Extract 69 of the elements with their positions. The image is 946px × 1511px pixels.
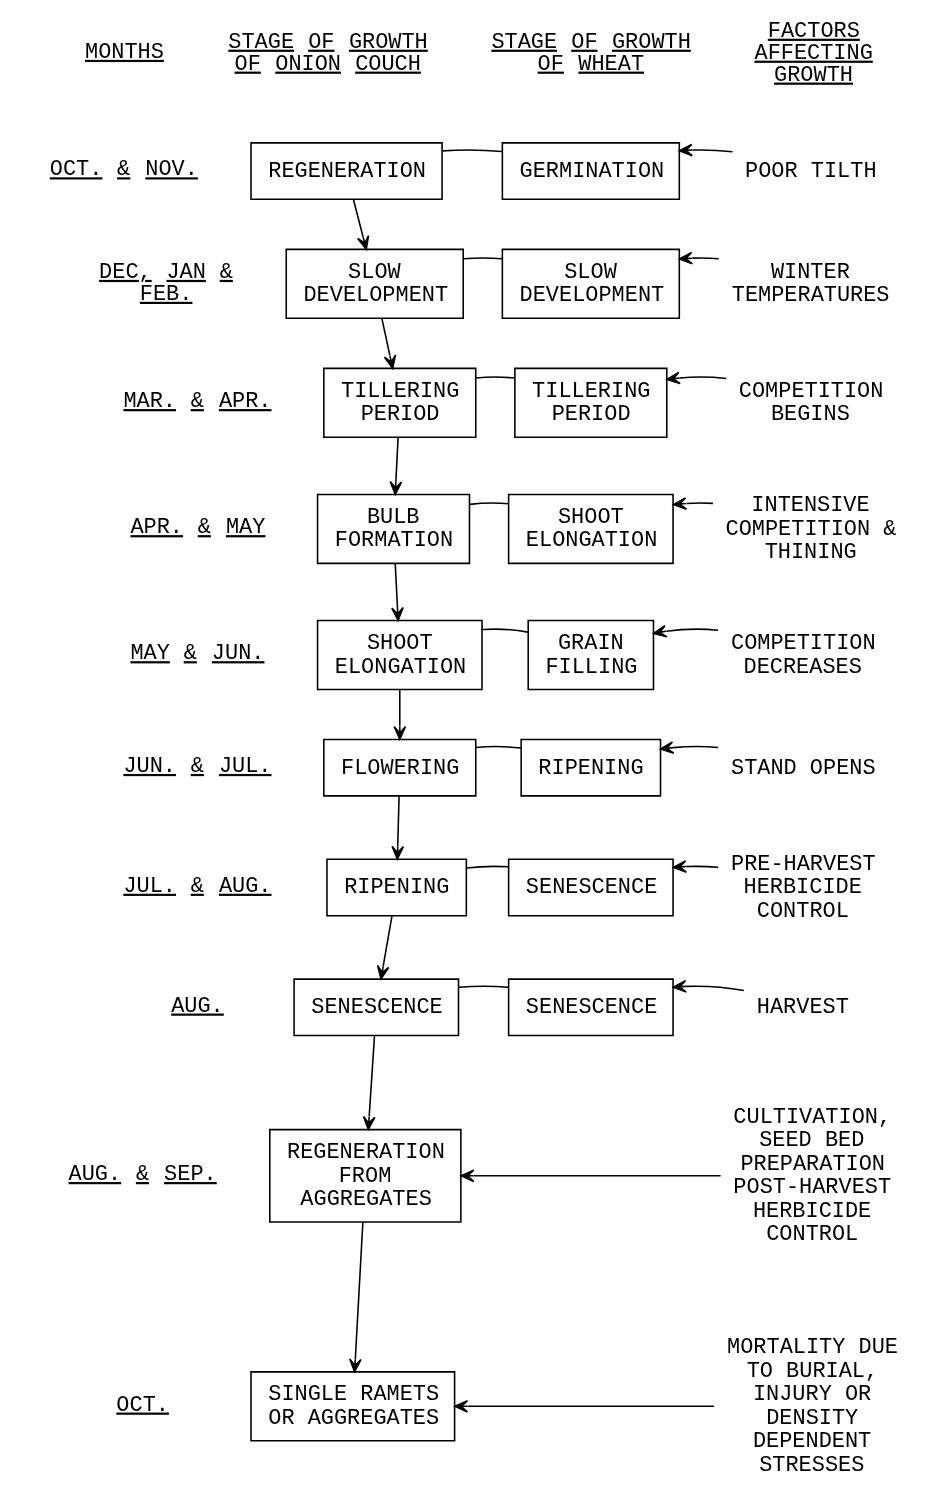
arrow xyxy=(348,1221,364,1373)
node-text: POOR TILTH xyxy=(745,158,877,184)
label: OCT. xyxy=(116,1392,169,1418)
node-text: WINTER TEMPERATURES xyxy=(731,259,890,309)
node-box: SENESCENCE xyxy=(507,858,674,917)
node-box: GERMINATION xyxy=(501,142,681,201)
node-box: TILLERING PERIOD xyxy=(323,367,477,439)
arrow xyxy=(652,624,719,638)
arrow xyxy=(391,562,404,622)
label: STAGE OF GROWTH OF WHEAT xyxy=(491,29,691,77)
arrow xyxy=(672,497,714,510)
arrow xyxy=(352,198,370,250)
arrow xyxy=(666,371,728,385)
node-box: GRAIN FILLING xyxy=(527,619,655,691)
label: MONTHS xyxy=(85,39,164,65)
node-box: TILLERING PERIOD xyxy=(514,367,668,439)
node-text: PRE-HARVEST HERBICIDE CONTROL xyxy=(731,851,876,924)
arrow xyxy=(389,436,403,496)
label: OCT. & NOV. xyxy=(49,157,198,183)
label: FACTORS AFFECTING GROWTH xyxy=(754,18,873,88)
node-text: HARVEST xyxy=(756,995,849,1021)
node-box: REGENERATION xyxy=(250,142,443,201)
node-box: REGENERATION FROM AGGREGATES xyxy=(269,1128,462,1223)
label: JUL. & AUG. xyxy=(123,873,272,899)
node-text: COMPETITION BEGINS xyxy=(738,378,884,428)
connector xyxy=(458,985,510,989)
arrow xyxy=(393,688,407,740)
arrow xyxy=(659,741,719,754)
node-text: STAND OPENS xyxy=(731,755,876,781)
arrow xyxy=(376,915,393,980)
arrow xyxy=(678,251,720,265)
label: JUN. & JUL. xyxy=(123,753,272,779)
arrow xyxy=(672,860,719,873)
node-text: INTENSIVE COMPETITION & THINING xyxy=(725,493,897,566)
node-box: FLOWERING xyxy=(323,738,477,797)
arrow xyxy=(362,1035,376,1131)
label: MAR. & APR. xyxy=(123,389,272,415)
arrow xyxy=(391,795,405,860)
label: DEC, JAN & FEB. xyxy=(99,259,233,307)
node-box: BULB FORMATION xyxy=(316,493,471,565)
connector xyxy=(462,257,503,260)
connector xyxy=(441,149,503,153)
label: MAY & JUN. xyxy=(130,641,265,667)
arrow xyxy=(454,1399,715,1413)
node-box: RIPENING xyxy=(326,858,468,917)
node-box: SENESCENCE xyxy=(507,978,674,1037)
node-box: SINGLE RAMETS OR AGGREGATES xyxy=(250,1371,456,1442)
label: STAGE OF GROWTH OF ONION COUCH xyxy=(228,29,428,77)
label: AUG. & SEP. xyxy=(68,1162,217,1188)
arrow xyxy=(381,317,397,370)
node-text: CULTIVATION, SEED BED PREPARATION POST-HARVEST HERBICIDE CONTROL xyxy=(733,1104,892,1248)
node-box: SHOOT ELONGATION xyxy=(507,493,674,565)
connector xyxy=(465,865,509,869)
node-box: SHOOT ELONGATION xyxy=(316,619,483,691)
node-box: RIPENING xyxy=(520,738,662,797)
node-box: SLOW DEVELOPMENT xyxy=(285,248,464,320)
arrow xyxy=(672,980,745,993)
node-text: COMPETITION DECREASES xyxy=(731,631,876,680)
connector xyxy=(475,745,522,749)
arrow xyxy=(460,1169,722,1183)
connector xyxy=(469,502,510,506)
node-text: MORTALITY DUE TO BURIAL, INJURY OR DENSITY DEPENDENT STRESSES xyxy=(727,1335,898,1478)
connector xyxy=(475,376,516,379)
connector xyxy=(481,628,529,633)
arrow xyxy=(678,143,734,157)
label: AUG. xyxy=(171,993,224,1019)
node-box: SENESCENCE xyxy=(293,978,460,1037)
node-box: SLOW DEVELOPMENT xyxy=(501,248,681,320)
label: APR. & MAY xyxy=(130,515,266,541)
